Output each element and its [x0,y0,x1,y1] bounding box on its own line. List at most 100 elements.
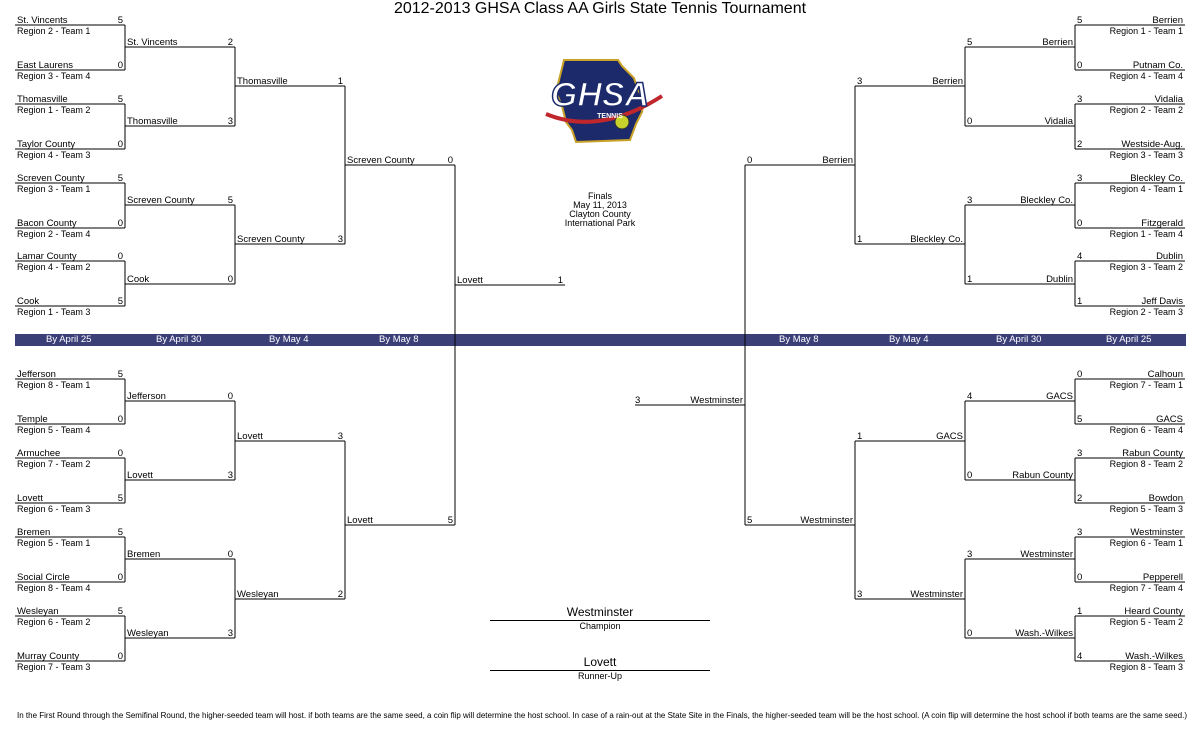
team-seed: Region 3 - Team 3 [1109,150,1183,160]
team-score: 3 [857,589,863,600]
team-name: Jeff Davis [1141,296,1183,307]
team-name: Bleckley Co. [910,234,963,245]
team-score: 0 [447,155,453,166]
finals-label: Finals [587,191,612,201]
team-seed: Region 3 - Team 4 [17,71,91,81]
team-score: 5 [447,515,453,526]
team-score: 5 [117,94,123,105]
tennis-ball-icon [614,114,630,130]
team-name: Westminster [1130,527,1183,538]
team-seed: Region 3 - Team 2 [1109,262,1183,272]
team-name: Berrien [932,76,963,87]
team-name: GACS [1046,391,1073,402]
team-name: Lovett [127,470,153,481]
team-score: 4 [1077,651,1083,662]
team-score: 3 [1077,173,1083,184]
team-name: Wash.-Wilkes [1015,628,1073,639]
champion-name: Westminster [490,606,710,621]
team-name: Bacon County [17,218,77,229]
team-score: 1 [857,234,863,245]
team-score: 0 [227,274,233,285]
team-name: Thomasville [237,76,288,87]
finals-info: Finals May 11, 2013 Clayton County Inter… [500,192,700,228]
date-label: By April 30 [996,334,1042,345]
team-name: Westside-Aug. [1121,139,1183,150]
team-name: Pepperell [1142,572,1183,583]
team-name: Taylor County [17,139,76,150]
runner-up-block: Lovett Runner-Up [490,656,710,681]
finalist-name: Westminster [690,395,743,406]
team-score: 5 [747,515,753,526]
team-score: 5 [117,493,123,504]
team-name: Thomasville [17,94,68,105]
logo-subtext: TENNIS [597,113,623,120]
team-score: 2 [227,37,233,48]
swoosh [545,94,664,124]
team-score: 3 [227,116,233,127]
team-name: Bleckley Co. [1130,173,1183,184]
date-label: By April 25 [1106,334,1152,345]
team-score: 5 [967,37,973,48]
team-score: 5 [117,296,123,307]
team-name: Jefferson [17,369,56,380]
team-seed: Region 8 - Team 3 [1109,662,1183,672]
team-score: 3 [1077,527,1083,538]
team-seed: Region 2 - Team 2 [1109,105,1183,115]
team-score: 5 [1077,15,1083,26]
team-name: Wash.-Wilkes [1125,651,1183,662]
team-score: 3 [227,628,233,639]
team-score: 5 [117,527,123,538]
team-seed: Region 6 - Team 2 [17,617,91,627]
runner-up-label: Runner-Up [577,671,623,681]
team-name: Murray County [17,651,80,662]
team-name: Heard County [1124,606,1183,617]
team-score: 0 [967,116,973,127]
team-name: Berrien [822,155,853,166]
team-name: Bowdon [1148,493,1183,504]
finals-date: May 11, 2013 [573,200,627,210]
team-name: Rabun County [1012,470,1073,481]
team-name: Vidalia [1044,116,1073,127]
team-name: GACS [936,431,963,442]
date-label: By April 30 [156,334,202,345]
team-score: 5 [1077,414,1083,425]
team-score: 0 [1077,60,1083,71]
ghsa-tennis-logo: GHSA TENNIS [526,56,674,146]
team-seed: Region 5 - Team 4 [17,425,91,435]
team-seed: Region 6 - Team 4 [1109,425,1183,435]
date-band [15,334,1186,346]
team-name: Berrien [1042,37,1073,48]
team-name: Jefferson [127,391,166,402]
page-title: 2012-2013 GHSA Class AA Girls State Tenn… [393,0,807,17]
team-name: Temple [17,414,48,425]
team-score: 3 [967,549,973,560]
team-score: 3 [1077,94,1083,105]
team-score: 0 [117,60,123,71]
team-seed: Region 6 - Team 3 [17,504,91,514]
team-seed: Region 6 - Team 1 [1109,538,1183,548]
champion-block: Westminster Champion [490,606,710,631]
team-name: St. Vincents [127,37,178,48]
runner-up-name: Lovett [490,656,710,671]
date-label: By May 4 [269,334,309,345]
team-seed: Region 5 - Team 1 [17,538,91,548]
team-score: 5 [227,195,233,206]
team-score: 2 [1077,493,1083,504]
team-name: Lamar County [17,251,77,262]
team-score: 5 [117,369,123,380]
team-seed: Region 4 - Team 4 [1109,71,1183,81]
team-score: 2 [337,589,343,600]
team-name: Screven County [237,234,305,245]
date-label: By April 25 [46,334,92,345]
team-score: 0 [117,139,123,150]
team-seed: Region 8 - Team 1 [17,380,91,390]
team-seed: Region 7 - Team 2 [17,459,91,469]
team-name: St. Vincents [17,15,68,26]
team-name: Putnam Co. [1132,60,1183,71]
team-score: 0 [967,470,973,481]
team-seed: Region 1 - Team 3 [17,307,91,317]
team-score: 1 [337,76,343,87]
team-name: Berrien [1152,15,1183,26]
team-score: 5 [117,173,123,184]
